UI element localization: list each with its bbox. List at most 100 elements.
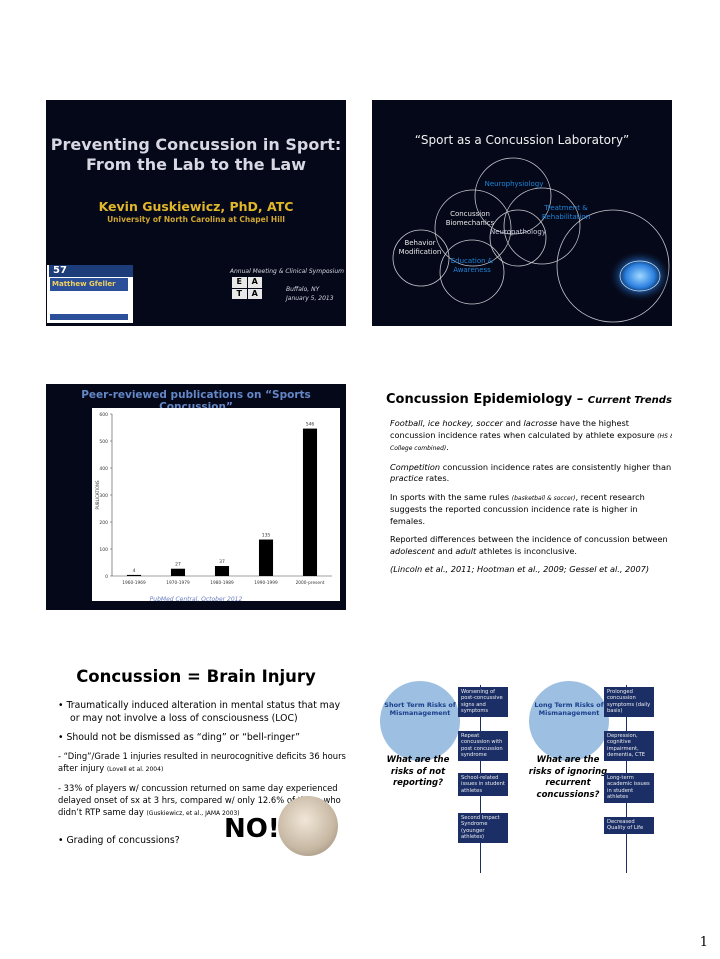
- slide-body: Football, ice hockey, soccer and lacross…: [390, 418, 672, 583]
- bar: [126, 574, 142, 576]
- text: practice: [390, 473, 424, 483]
- label-behavior: Behavior Modification: [392, 239, 448, 257]
- author-name: Kevin Guskiewicz, PhD, ATC: [98, 199, 294, 214]
- text: Reported differences between the inciden…: [390, 534, 668, 544]
- long-term-circle: [529, 681, 609, 761]
- venn-circle: [503, 187, 581, 265]
- slide-heading: Concussion = Brain Injury: [76, 667, 316, 686]
- venn-circle: [439, 239, 505, 305]
- text: lacrosse: [523, 418, 558, 428]
- label-line: Education &: [450, 257, 494, 265]
- venn-diagram: [392, 157, 672, 323]
- label-line: Rehabilitation: [541, 213, 591, 221]
- venn-circle: [489, 209, 547, 267]
- risk-box: Decreased Quality of Life: [604, 817, 654, 834]
- slide-risks: Short Term Risks of Mismanagement What a…: [372, 667, 672, 893]
- eata-letter: E: [232, 277, 247, 288]
- label-treatment: Treatment & Rehabilitation: [538, 204, 594, 222]
- text: adolescent: [390, 545, 435, 556]
- venn-circle: [392, 229, 450, 287]
- page-number: 1: [699, 935, 708, 950]
- risk-box: Worsening of post-concussive signs and s…: [458, 687, 508, 717]
- paragraph: In sports with the same rules (basketbal…: [390, 492, 672, 528]
- slide-laboratory: “Sport as a Concussion Laboratory” Neuro…: [372, 100, 672, 326]
- text: Traumatically induced alteration in ment…: [66, 700, 341, 724]
- institution: University of North Carolina at Chapel H…: [107, 215, 285, 224]
- paragraph: Competition concussion incidence rates a…: [390, 462, 672, 485]
- risk-box: Long-term academic issues in student ath…: [604, 773, 654, 803]
- short-term-question: What are the risks of not reporting?: [386, 755, 450, 788]
- label-line: Modification: [398, 248, 442, 256]
- bar: [302, 428, 318, 576]
- text: In sports with the same rules: [390, 491, 510, 502]
- no-label: NO!: [224, 814, 280, 844]
- bar: [258, 539, 274, 576]
- slide-brain-injury: Concussion = Brain Injury • Traumaticall…: [46, 667, 346, 893]
- y-tick-label: 500: [99, 439, 108, 445]
- bar: [214, 566, 230, 576]
- references: (Lincoln et al., 2011; Hootman et al., 2…: [390, 564, 672, 576]
- sports-list: Football, ice hockey, soccer: [390, 418, 503, 428]
- bar: [170, 568, 186, 576]
- eata-letter: A: [247, 288, 262, 299]
- label-neurophysiology: Neurophysiology: [484, 180, 544, 188]
- short-term-label: Short Term Risks of Mismanagement: [384, 701, 456, 717]
- text: (Lincoln et al., 2011; Hootman et al., 2…: [390, 564, 650, 574]
- label-line: Treatment &: [544, 204, 588, 212]
- label-line: Awareness: [453, 266, 491, 274]
- data-label: 37: [219, 559, 225, 565]
- eata-logo: E A T A: [232, 277, 262, 299]
- risk-box: Prolonged concussion symptoms (daily bas…: [604, 687, 654, 717]
- text: adult: [455, 545, 477, 556]
- text: - 33% of players w/ concussion returned …: [58, 783, 341, 817]
- text: - “Ding”/Grade 1 injuries resulted in ne…: [58, 751, 346, 773]
- brain-outline: [619, 260, 661, 292]
- bullet: • Should not be dismissed as “ding” or “…: [58, 732, 300, 743]
- text: rates.: [425, 473, 450, 483]
- location-city: Buffalo, NY: [286, 286, 320, 293]
- bar-chart: 0100200300400500600PUBLICATIONS41960-196…: [95, 412, 332, 586]
- paragraph: Reported differences between the inciden…: [390, 534, 672, 557]
- eata-letter: T: [232, 288, 247, 299]
- reference: (Lovell et al. 2004): [106, 766, 164, 773]
- brain-image: [608, 250, 672, 302]
- y-axis-label: PUBLICATIONS: [95, 480, 100, 509]
- long-term-question: What are the risks of ignoring recurrent…: [528, 755, 608, 800]
- y-tick-label: 300: [99, 493, 108, 499]
- gfeller-logo: 57 Matthew Gfeller: [47, 265, 133, 323]
- y-tick-label: 400: [99, 466, 108, 472]
- y-tick-label: 200: [99, 520, 108, 526]
- data-label: 4: [133, 568, 136, 574]
- slide-heading: Concussion Epidemiology – Current Trends: [386, 392, 672, 407]
- text: Competition: [390, 461, 441, 472]
- slide-body: • Traumatically induced alteration in me…: [58, 699, 346, 853]
- x-tick-label: 1980-1989: [210, 580, 234, 586]
- meeting-name: Annual Meeting & Clinical Symposium: [229, 268, 344, 275]
- venn-circle: [434, 189, 512, 267]
- slide-epidemiology: Concussion Epidemiology – Current Trends…: [372, 384, 672, 610]
- risk-box: Repeat concussion with post concussion s…: [458, 731, 508, 761]
- risk-box: School-related issues in student athlete…: [458, 773, 508, 797]
- text: athletes is inconclusive.: [478, 545, 578, 556]
- slide-title-text: “Sport as a Concussion Laboratory”: [414, 133, 630, 147]
- text: Grading of concussions?: [66, 835, 180, 846]
- label-education: Education & Awareness: [444, 257, 500, 275]
- reference: (Guskiewicz, et al., JAMA 2003): [146, 810, 240, 817]
- text: and: [437, 545, 453, 556]
- venn-circle: [474, 157, 552, 235]
- logo-number: 57: [49, 265, 133, 277]
- risk-box: Depression, cognitive impairment, dement…: [604, 731, 654, 761]
- text: concussion incidence rates are consisten…: [442, 461, 672, 472]
- heading-sub: Current Trends: [587, 395, 672, 406]
- text: , recent research suggests the reported …: [390, 491, 645, 526]
- y-tick-label: 0: [105, 574, 108, 580]
- logo-bar: [50, 314, 128, 320]
- x-tick-label: 1990-1999: [254, 580, 278, 586]
- data-label: 546: [306, 422, 315, 428]
- chart-citation: PubMed Central, October 2012: [149, 596, 243, 603]
- paragraph: Football, ice hockey, soccer and lacross…: [390, 418, 672, 455]
- slide-publications: Peer-reviewed publications on “Sports Co…: [46, 384, 346, 610]
- long-term-label: Long Term Risks of Mismanagement: [534, 701, 604, 717]
- location-date: January 5, 2013: [286, 295, 334, 302]
